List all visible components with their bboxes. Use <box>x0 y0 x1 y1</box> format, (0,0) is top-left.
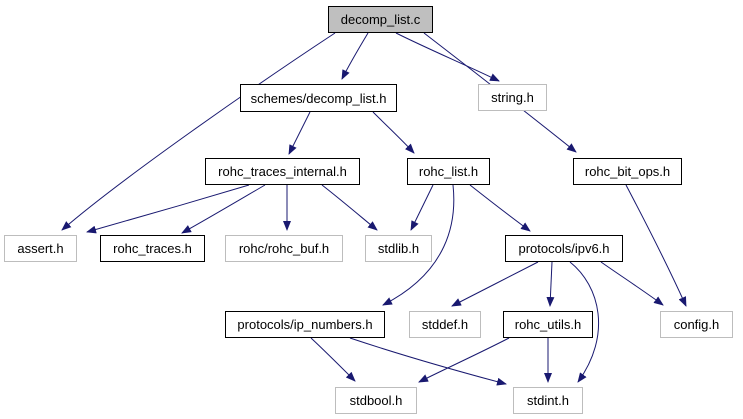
graph-node-label: assert.h <box>17 241 64 256</box>
graph-edge-decomp-list-c-to-schemes-decomp-list-h <box>341 32 369 80</box>
graph-node-stdlib-h: stdlib.h <box>365 235 432 262</box>
graph-node-label: decomp_list.c <box>340 12 421 27</box>
graph-node-label: rohc_bit_ops.h <box>584 164 671 179</box>
graph-node-label: config.h <box>673 317 720 332</box>
graph-node-schemes-decomp-list-h[interactable]: schemes/decomp_list.h <box>240 84 397 112</box>
graph-edge-schemes-decomp-list-h-to-rohc-traces-internal-h <box>288 111 311 155</box>
graph-node-label: stdint.h <box>527 393 569 408</box>
graph-node-label: stddef.h <box>421 317 469 332</box>
graph-edge-rohc-bit-ops-h-to-config-h <box>625 184 687 307</box>
graph-edge-decomp-list-c-to-string-h <box>395 32 500 82</box>
graph-edge-rohc-traces-internal-h-to-assert-h <box>86 184 250 234</box>
graph-node-rohc-traces-internal-h[interactable]: rohc_traces_internal.h <box>205 158 360 185</box>
graph-edge-rohc-list-h-to-protocols-ipv6-h <box>469 184 531 232</box>
graph-edge-protocols-ip-numbers-h-to-stdint-h <box>349 337 507 386</box>
graph-node-stdint-h: stdint.h <box>513 387 583 414</box>
graph-node-rohc-bit-ops-h[interactable]: rohc_bit_ops.h <box>573 158 682 185</box>
graph-edge-rohc-utils-h-to-stdbool-h <box>418 337 510 383</box>
graph-node-protocols-ipv6-h[interactable]: protocols/ipv6.h <box>505 235 623 262</box>
graph-node-label: protocols/ip_numbers.h <box>237 317 373 332</box>
graph-edge-schemes-decomp-list-h-to-rohc-list-h <box>372 111 415 154</box>
graph-edge-rohc-traces-internal-h-to-rohc-traces-h <box>181 184 266 234</box>
graph-node-rohc-traces-h[interactable]: rohc_traces.h <box>100 235 205 262</box>
graph-node-label: rohc_traces.h <box>113 241 192 256</box>
graph-edge-protocols-ipv6-h-to-stddef-h <box>451 261 539 307</box>
graph-edge-protocols-ipv6-h-to-rohc-utils-h <box>546 261 555 307</box>
graph-node-decomp-list-c: decomp_list.c <box>328 6 433 33</box>
graph-node-label: string.h <box>491 90 534 105</box>
graph-node-rohc-list-h[interactable]: rohc_list.h <box>407 158 490 185</box>
graph-edge-protocols-ip-numbers-h-to-stdbool-h <box>310 337 356 382</box>
graph-node-label: schemes/decomp_list.h <box>250 90 387 106</box>
graph-edge-protocols-ipv6-h-to-config-h <box>600 261 664 306</box>
graph-edge-decomp-list-c-to-assert-h <box>61 32 336 231</box>
graph-edge-rohc-traces-internal-h-to-stdlib-h <box>321 184 378 231</box>
graph-node-label: rohc_list.h <box>418 164 479 179</box>
graph-edge-protocols-ipv6-h-to-stdint-h <box>569 261 599 383</box>
graph-node-label: stdlib.h <box>377 241 420 256</box>
graph-node-label: rohc_utils.h <box>514 317 582 332</box>
graph-node-string-h: string.h <box>478 84 547 111</box>
graph-node-label: stdbool.h <box>349 393 403 408</box>
graph-node-protocols-ip-numbers-h[interactable]: protocols/ip_numbers.h <box>225 311 385 338</box>
graph-node-label: rohc/rohc_buf.h <box>238 241 330 256</box>
graph-node-stdbool-h: stdbool.h <box>335 387 417 414</box>
graph-node-label: rohc_traces_internal.h <box>218 164 347 179</box>
graph-node-stddef-h: stddef.h <box>409 311 481 338</box>
graph-edge-rohc-list-h-to-protocols-ip-numbers-h <box>382 184 455 306</box>
graph-node-assert-h: assert.h <box>4 235 77 262</box>
graph-node-label: protocols/ipv6.h <box>518 241 610 256</box>
graph-edge-rohc-list-h-to-stdlib-h <box>410 184 434 231</box>
graph-node-rohc-rohc-buf-h: rohc/rohc_buf.h <box>225 235 343 262</box>
graph-node-config-h: config.h <box>660 311 733 338</box>
graph-node-rohc-utils-h[interactable]: rohc_utils.h <box>503 311 593 338</box>
